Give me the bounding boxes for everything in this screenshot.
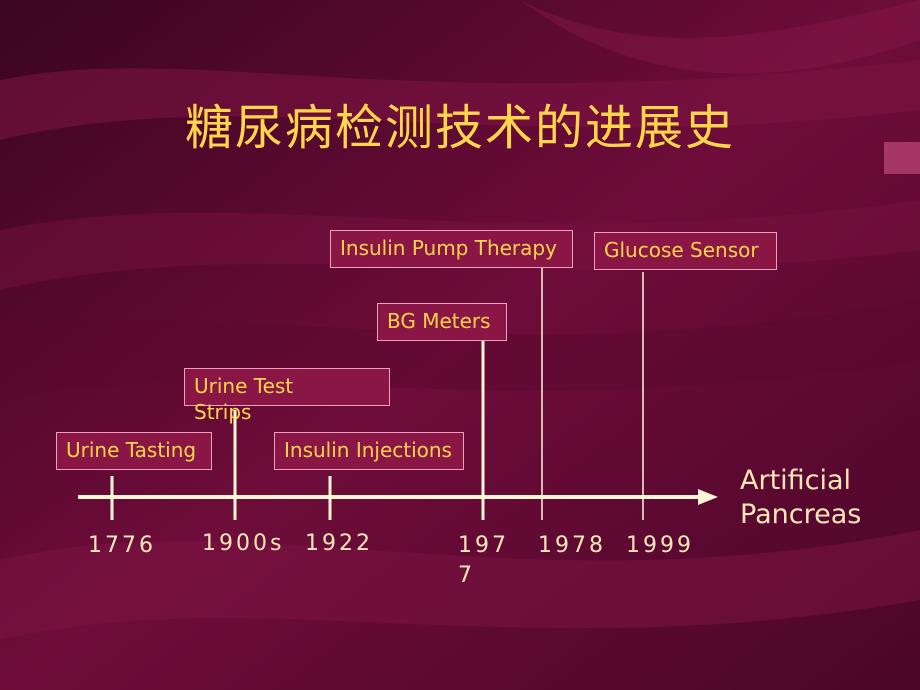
- decor-wave: [0, 60, 920, 140]
- timeline-arrowhead: [698, 489, 718, 505]
- event-label: Urine Tasting: [66, 438, 197, 462]
- decor-wave: [0, 530, 920, 640]
- event-bg-meters: BG Meters: [377, 303, 507, 341]
- decor-wave: [520, 0, 920, 74]
- timeline-end-label: Artificial Pancreas: [740, 464, 910, 532]
- event-label: BG Meters: [387, 309, 491, 333]
- event-insulin-pump-therapy: Insulin Pump Therapy: [330, 230, 573, 268]
- end-label-line1: Artificial: [740, 465, 852, 496]
- decor-tab: [884, 142, 920, 174]
- event-label-line1: Urine Test: [194, 374, 294, 398]
- event-label-line2: Strips: [194, 400, 252, 424]
- year-label: 1999: [626, 533, 694, 558]
- event-label: Insulin Pump Therapy: [340, 236, 557, 260]
- year-label: 1922: [305, 531, 373, 556]
- event-insulin-injections: Insulin Injections: [274, 432, 464, 470]
- slide-title: 糖尿病检测技术的进展史: [184, 100, 735, 156]
- event-urine-test-strips: Urine Test Strips: [184, 368, 390, 424]
- year-label: 1776: [88, 533, 156, 558]
- event-glucose-sensor: Glucose Sensor: [594, 232, 777, 270]
- event-label: Glucose Sensor: [604, 238, 759, 262]
- year-label: 1900s: [202, 531, 285, 556]
- year-label: 7: [458, 563, 475, 588]
- event-urine-tasting: Urine Tasting: [56, 432, 212, 470]
- year-label: 197: [458, 533, 509, 558]
- year-label: 1978: [538, 533, 606, 558]
- end-label-line2: Pancreas: [740, 499, 862, 530]
- event-label: Insulin Injections: [284, 438, 452, 462]
